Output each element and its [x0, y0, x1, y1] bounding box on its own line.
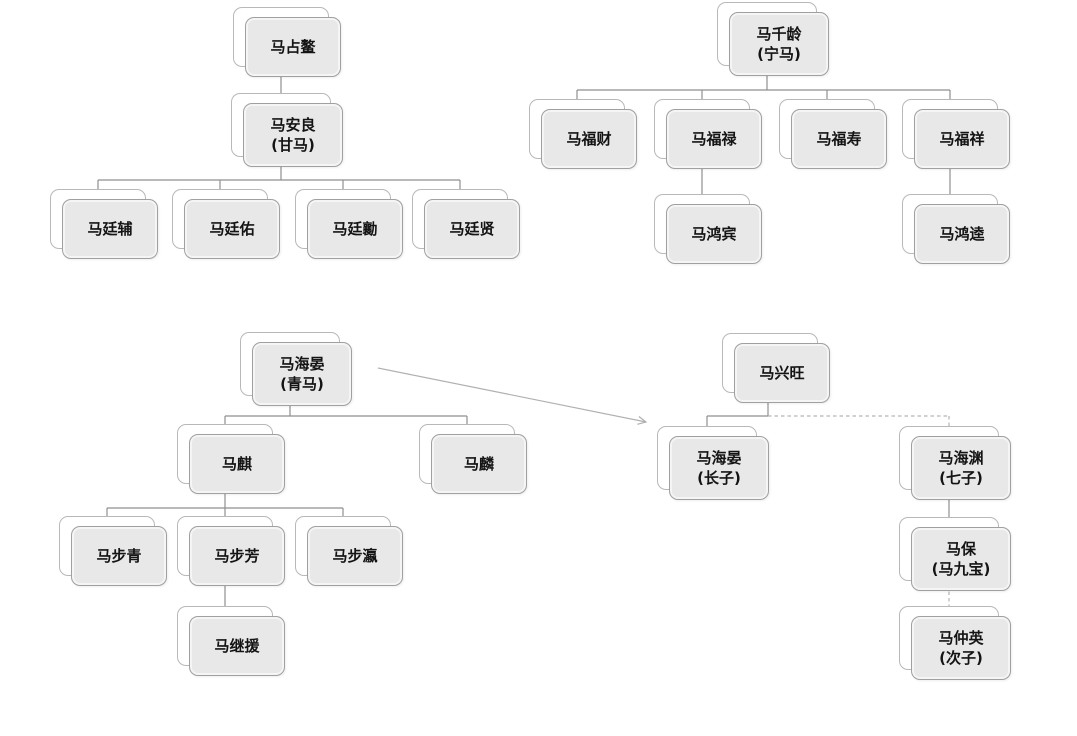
node-ma-jiyuan[interactable]: 马继援	[177, 606, 285, 676]
node-card: 马步芳	[189, 526, 285, 586]
node-card: 马廷贤	[424, 199, 520, 259]
node-ma-haiyan-qing[interactable]: 马海晏 (青马)	[240, 332, 352, 406]
node-label: 马廷辅	[87, 220, 133, 238]
node-ma-hongkui[interactable]: 马鸿逵	[902, 194, 1010, 264]
node-label: 马麒	[221, 455, 252, 473]
node-card: 马仲英 (次子)	[911, 616, 1011, 680]
node-label: 马鸿宾	[691, 225, 737, 243]
node-card: 马千龄 (宁马)	[729, 12, 829, 76]
node-label: 马海渊 (七子)	[938, 449, 984, 487]
node-label: 马廷贤	[449, 220, 495, 238]
node-label: 马千龄 (宁马)	[756, 25, 802, 63]
node-ma-qi[interactable]: 马麒	[177, 424, 285, 494]
node-ma-haiyan-eldest[interactable]: 马海晏 (长子)	[657, 426, 769, 500]
node-ma-buqing[interactable]: 马步青	[59, 516, 167, 586]
node-card: 马廷佑	[184, 199, 280, 259]
node-label: 马安良 (甘马)	[270, 116, 316, 154]
node-card: 马麒	[189, 434, 285, 494]
node-card: 马步青	[71, 526, 167, 586]
node-card: 马福寿	[791, 109, 887, 169]
node-label: 马继援	[214, 637, 260, 655]
node-label: 马福祥	[939, 130, 985, 148]
node-card: 马占鳌	[245, 17, 341, 77]
node-ma-lin[interactable]: 马麟	[419, 424, 527, 494]
node-ma-bao[interactable]: 马保 (马九宝)	[899, 517, 1011, 591]
node-ma-fuxiang[interactable]: 马福祥	[902, 99, 1010, 169]
node-ma-haiyuan[interactable]: 马海渊 (七子)	[899, 426, 1011, 500]
node-label: 马福寿	[816, 130, 862, 148]
node-label: 马福财	[566, 130, 612, 148]
node-ma-bufang[interactable]: 马步芳	[177, 516, 285, 586]
node-label: 马海晏 (青马)	[279, 355, 325, 393]
node-label: 马海晏 (长子)	[696, 449, 742, 487]
node-ma-tingxian[interactable]: 马廷贤	[412, 189, 520, 259]
node-card: 马安良 (甘马)	[243, 103, 343, 167]
node-label: 马麟	[463, 455, 494, 473]
node-card: 马保 (马九宝)	[911, 527, 1011, 591]
node-card: 马鸿宾	[666, 204, 762, 264]
node-ma-qianling[interactable]: 马千龄 (宁马)	[717, 2, 829, 76]
node-ma-zhanao[interactable]: 马占鳌	[233, 7, 341, 77]
node-ma-xingwang[interactable]: 马兴旺	[722, 333, 830, 403]
node-label: 马保 (马九宝)	[931, 540, 991, 578]
node-card: 马步瀛	[307, 526, 403, 586]
node-label: 马兴旺	[759, 364, 805, 382]
node-label: 马步瀛	[332, 547, 378, 565]
node-card: 马麟	[431, 434, 527, 494]
node-label: 马仲英 (次子)	[938, 629, 984, 667]
node-label: 马福禄	[691, 130, 737, 148]
node-card: 马鸿逵	[914, 204, 1010, 264]
node-card: 马海晏 (青马)	[252, 342, 352, 406]
node-label: 马廷勷	[332, 220, 378, 238]
node-ma-hongbin[interactable]: 马鸿宾	[654, 194, 762, 264]
node-label: 马占鳌	[270, 38, 316, 56]
node-label: 马廷佑	[209, 220, 255, 238]
node-card: 马继援	[189, 616, 285, 676]
node-ma-buying[interactable]: 马步瀛	[295, 516, 403, 586]
node-label: 马鸿逵	[939, 225, 985, 243]
node-ma-tingfu[interactable]: 马廷辅	[50, 189, 158, 259]
node-card: 马廷辅	[62, 199, 158, 259]
node-ma-tingyou[interactable]: 马廷佑	[172, 189, 280, 259]
node-card: 马兴旺	[734, 343, 830, 403]
node-label: 马步芳	[214, 547, 260, 565]
node-card: 马福禄	[666, 109, 762, 169]
node-ma-tingxiang[interactable]: 马廷勷	[295, 189, 403, 259]
node-card: 马海晏 (长子)	[669, 436, 769, 500]
node-card: 马廷勷	[307, 199, 403, 259]
node-card: 马福祥	[914, 109, 1010, 169]
node-ma-fushou[interactable]: 马福寿	[779, 99, 887, 169]
node-ma-anliang[interactable]: 马安良 (甘马)	[231, 93, 343, 167]
node-ma-fulu[interactable]: 马福禄	[654, 99, 762, 169]
node-ma-zhongying[interactable]: 马仲英 (次子)	[899, 606, 1011, 680]
node-card: 马海渊 (七子)	[911, 436, 1011, 500]
node-ma-fucai[interactable]: 马福财	[529, 99, 637, 169]
node-label: 马步青	[96, 547, 142, 565]
cross-reference-arrow	[377, 367, 648, 425]
node-card: 马福财	[541, 109, 637, 169]
